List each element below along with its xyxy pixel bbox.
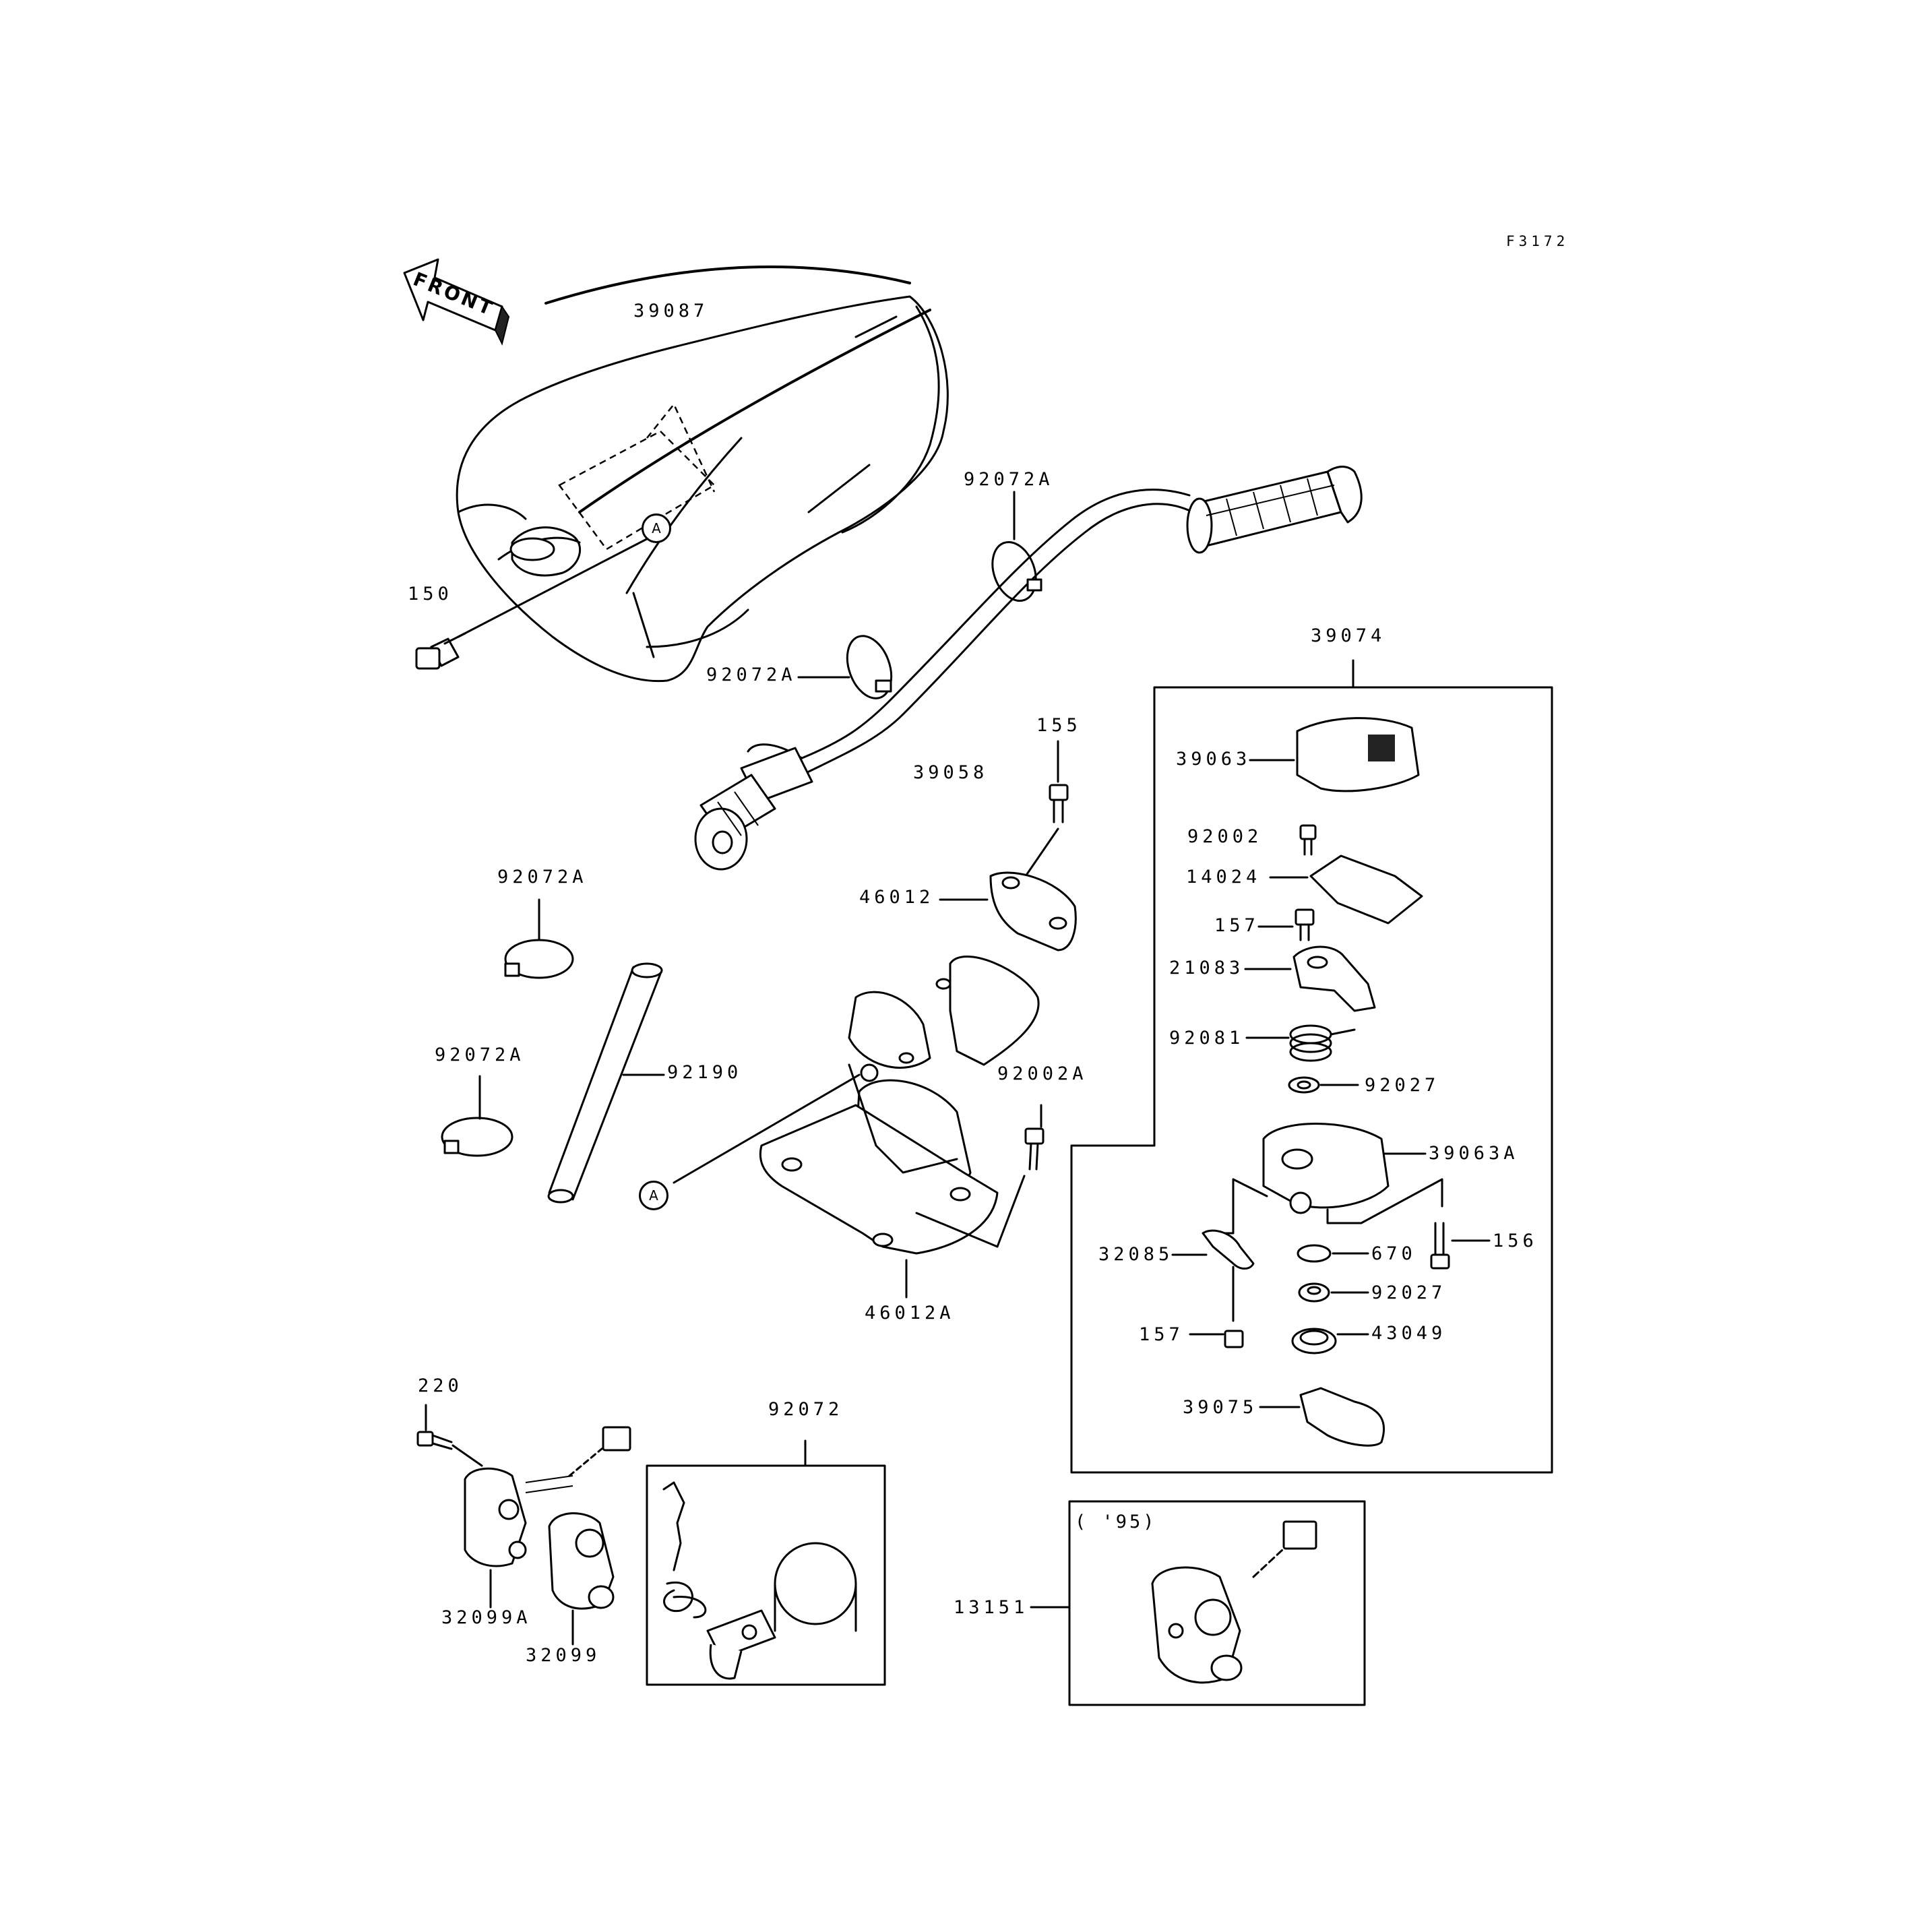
bolt-92002A-icon [915,1104,1045,1248]
key-39075-icon [1259,1387,1385,1447]
label-92002A: 92002A [997,1063,1088,1084]
gasket-14024-icon [1269,854,1423,925]
switch-32099A-drawing [464,1426,631,1609]
housing-39063A-drawing [1205,1123,1443,1235]
front-arrow-icon [403,258,510,346]
label-150: 150 [408,584,453,604]
label-39063A: 39063A [1429,1143,1519,1164]
label-43049: 43049 [1371,1323,1447,1344]
cable-tie-3-icon [504,898,574,979]
label-39063: 39063 [1176,749,1251,770]
label-92027-top: 92027 [1365,1075,1440,1096]
bolt-155-icon [1024,740,1069,877]
steering-stem-46012A-drawing [673,956,1040,1299]
label-32099A: 32099A [441,1607,532,1628]
switch-32099-drawing [548,1512,615,1646]
label-92072A-left: 92072A [497,867,588,887]
bolt-156-icon [1430,1222,1491,1270]
bolt-150-drawing [415,532,658,670]
label-92072A-top: 92072A [964,469,1054,490]
label-92027-bottom: 92027 [1371,1282,1447,1303]
label-155: 155 [1036,715,1082,736]
kill-switch-assembly-39074-box [1070,686,1553,1474]
label-39075: 39075 [1183,1397,1258,1418]
ref-marker-a-bottom: A [639,1181,668,1210]
label-46012: 46012 [859,887,935,908]
year-note-label: ( '95) [1075,1512,1157,1532]
label-157-bottom: 157 [1139,1324,1184,1345]
lanyard-92072-icon [662,1481,857,1680]
handlebar-pad-drawing [456,266,949,683]
label-32085: 32085 [1098,1244,1174,1265]
label-92190: 92190 [667,1062,743,1083]
lanyard-92072-box [646,1464,886,1686]
label-157-top: 157 [1214,915,1259,936]
label-156: 156 [1493,1230,1538,1251]
washer-92027b-icon [1298,1282,1369,1303]
bolt-157b-icon [1189,1330,1244,1348]
switch-13151-box [1068,1500,1366,1706]
handlebar-drawing [694,466,1363,871]
label-39087: 39087 [633,301,709,321]
ref-marker-a-top: A [642,513,671,543]
label-39074: 39074 [1311,625,1386,646]
cable-tie-2-icon [797,635,893,699]
label-39058: 39058 [913,762,989,783]
cable-tie-4-icon [441,1075,513,1157]
label-92072: 92072 [768,1399,844,1420]
spring-92081-icon [1245,1024,1356,1062]
switch-13151-drawing [1151,1520,1317,1684]
label-46012A: 46012A [865,1303,955,1323]
cable-tie-1-icon [991,491,1042,602]
screw-92002-icon [1299,824,1317,856]
left-grip-icon [694,747,813,871]
plate-21083-icon [1244,945,1376,1012]
right-grip-icon [1186,466,1363,554]
label-92072A-mid: 92072A [706,664,797,685]
label-13151: 13151 [954,1597,1029,1618]
bolt-157-icon [1257,908,1315,941]
label-32099: 32099 [526,1645,601,1666]
label-14024: 14024 [1186,867,1261,887]
cap-43049-icon [1291,1328,1369,1354]
label-220: 220 [418,1375,463,1396]
screw-220-icon [416,1404,483,1467]
figure-code-label: F3172 [1506,233,1569,249]
label-92081: 92081 [1169,1028,1245,1049]
label-670: 670 [1371,1243,1416,1264]
label-92002: 92002 [1187,826,1263,847]
tube-92190-drawing [547,962,665,1204]
o-ring-670-icon [1297,1244,1369,1263]
label-92072A-lower: 92072A [435,1045,525,1065]
cover-39063-drawing [1249,717,1420,792]
clamp-46012-drawing [939,871,1077,952]
lever-32085-icon [1171,1229,1255,1322]
label-21083: 21083 [1169,958,1245,978]
washer-92027-icon [1288,1076,1359,1094]
